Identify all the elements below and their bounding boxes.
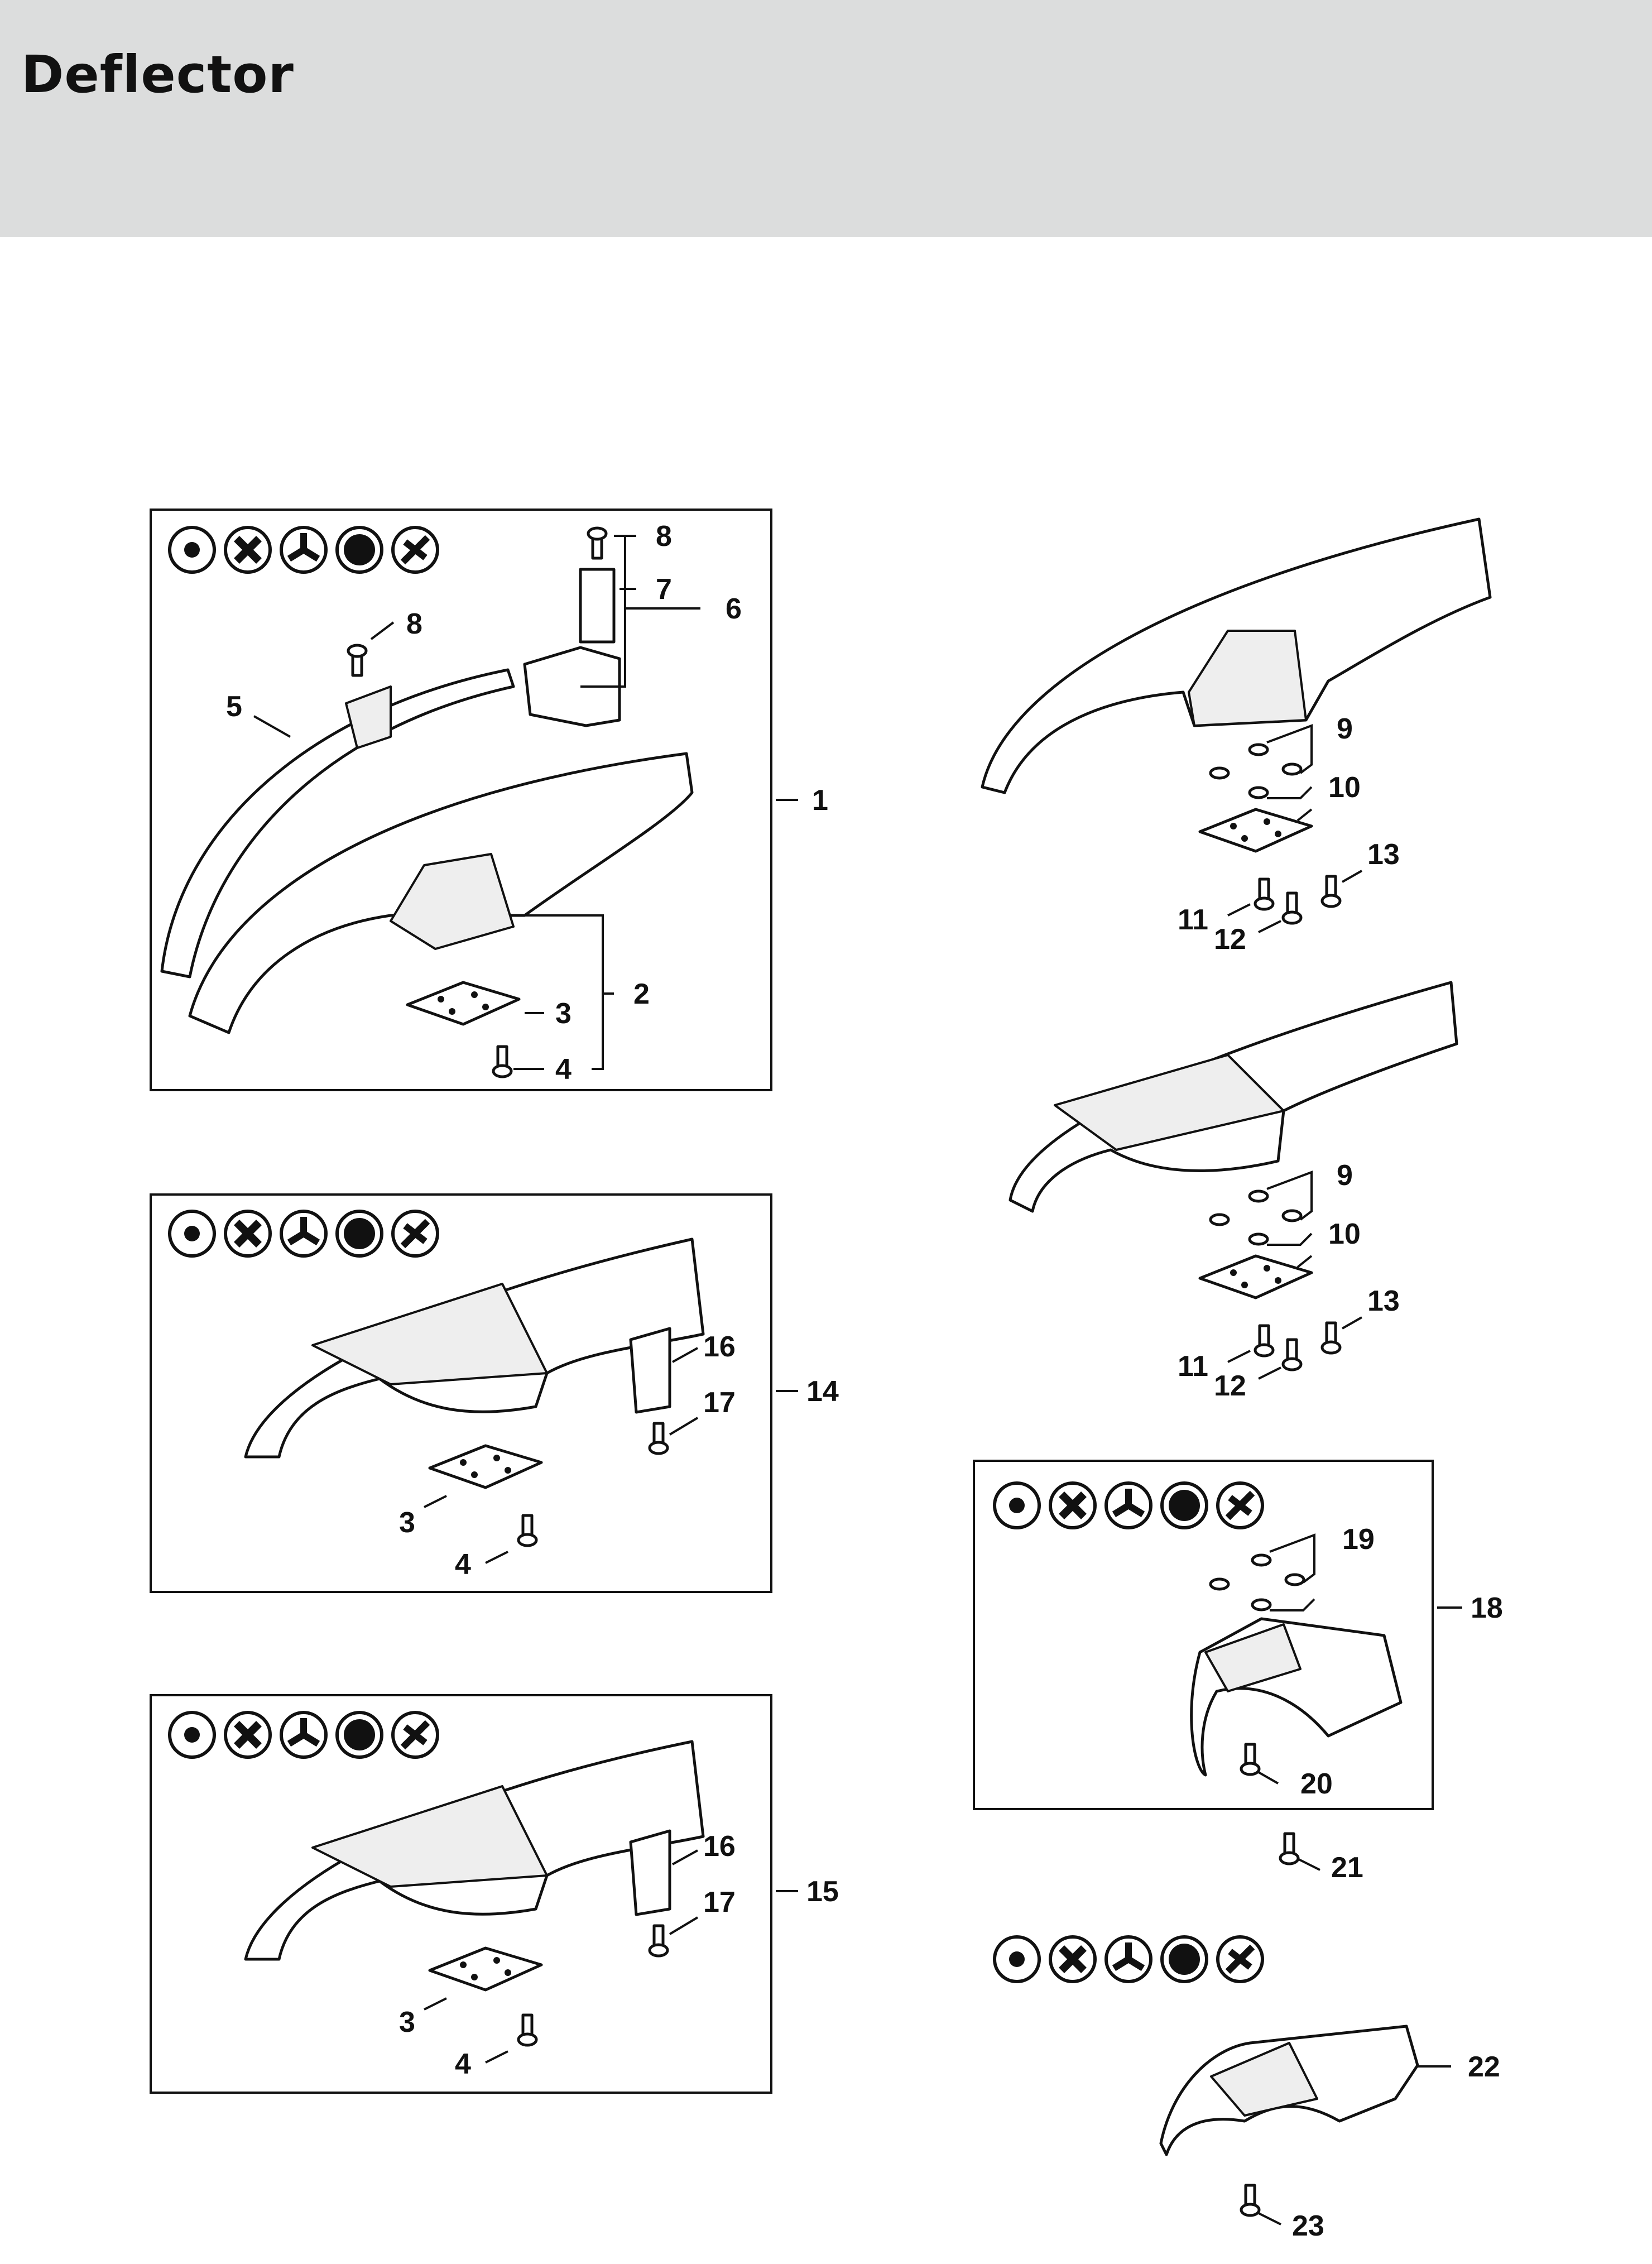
callout-3c: 3 [399,2006,415,2038]
screw-part-11 [1255,879,1273,909]
screw-part-8b [348,645,366,675]
callout-9a: 9 [1337,713,1353,745]
callout-6: 6 [726,593,742,625]
plate-part-3c [430,1948,541,1990]
screw-part-23 [1241,2185,1259,2215]
clip-part-7 [579,568,616,644]
callout-20: 20 [1300,1768,1333,1800]
callout-19: 19 [1342,1523,1375,1556]
screw-part-4b [518,1515,536,1546]
header-band: Deflector [0,0,1652,237]
callout-4b: 4 [455,1548,471,1581]
screw-part-21 [1280,1834,1298,1864]
callout-15: 15 [806,1876,839,1908]
tool-icons-row-14 [170,1211,438,1256]
tool-icons-row-22 [995,1937,1262,1982]
tool-icons-row-15 [170,1713,438,1757]
callout-17b: 17 [703,1886,736,1918]
guard-mount [390,853,515,950]
clip-part-16b [629,1829,671,1916]
callout-11b: 11 [1178,1350,1208,1383]
screw-part-12 [1283,893,1301,923]
callout-10b: 10 [1328,1218,1361,1250]
callout-8a: 8 [656,520,672,553]
callout-17a: 17 [703,1387,736,1419]
spring-screw-part-17b [650,1926,667,1956]
callout-21: 21 [1331,1852,1363,1884]
callout-13a: 13 [1367,838,1400,871]
plate-part-3b [430,1446,541,1488]
callout-12a: 12 [1214,923,1246,956]
screw-part-12b [1283,1340,1301,1370]
callout-16a: 16 [703,1331,736,1363]
callout-16b: 16 [703,1830,736,1863]
callout-12b: 12 [1214,1370,1246,1402]
callout-11a: 11 [1178,904,1208,936]
callout-4: 4 [555,1053,572,1086]
plate-part-3 [407,982,519,1024]
callout-7: 7 [656,573,672,606]
spring-screw-part-17 [650,1423,667,1454]
tool-icons-row-18 [995,1483,1262,1528]
screw-part-13b [1322,1323,1340,1353]
callout-9b: 9 [1337,1159,1353,1192]
callout-4c: 4 [455,2048,471,2080]
callout-3: 3 [555,997,572,1030]
plate-part-10 [1200,809,1312,851]
callout-3b: 3 [399,1507,415,1539]
callout-1: 1 [812,784,828,817]
callout-2: 2 [633,978,650,1010]
callout-14: 14 [806,1375,839,1408]
guard-part-18 [1190,1617,1403,1777]
screw-part-4c [518,2015,536,2045]
screw-part-13 [1322,876,1340,906]
callout-22: 22 [1468,2051,1500,2083]
plate-part-10b [1200,1256,1312,1298]
assembly-15-frame [150,1694,772,2094]
screw-part-8 [588,528,606,558]
page-title: Deflector [21,45,294,104]
callout-13b: 13 [1367,1285,1400,1317]
callout-23: 23 [1292,2210,1324,2242]
assembly-14-frame [150,1193,772,1593]
callout-18: 18 [1471,1592,1503,1624]
clip-part-16 [629,1327,671,1414]
bracket-part-6 [523,646,621,727]
screw-part-11b [1255,1326,1273,1356]
callout-10a: 10 [1328,771,1361,804]
callout-5: 5 [226,690,242,723]
screw-part-20 [1241,1744,1259,1774]
cutter-strip-part-5 [160,668,515,978]
callout-8b: 8 [406,608,422,640]
tool-icons-row-1 [170,527,438,572]
screw-part-4 [493,1047,511,1077]
assembly-18-frame [973,1460,1434,1810]
assembly-1-frame [150,509,772,1091]
